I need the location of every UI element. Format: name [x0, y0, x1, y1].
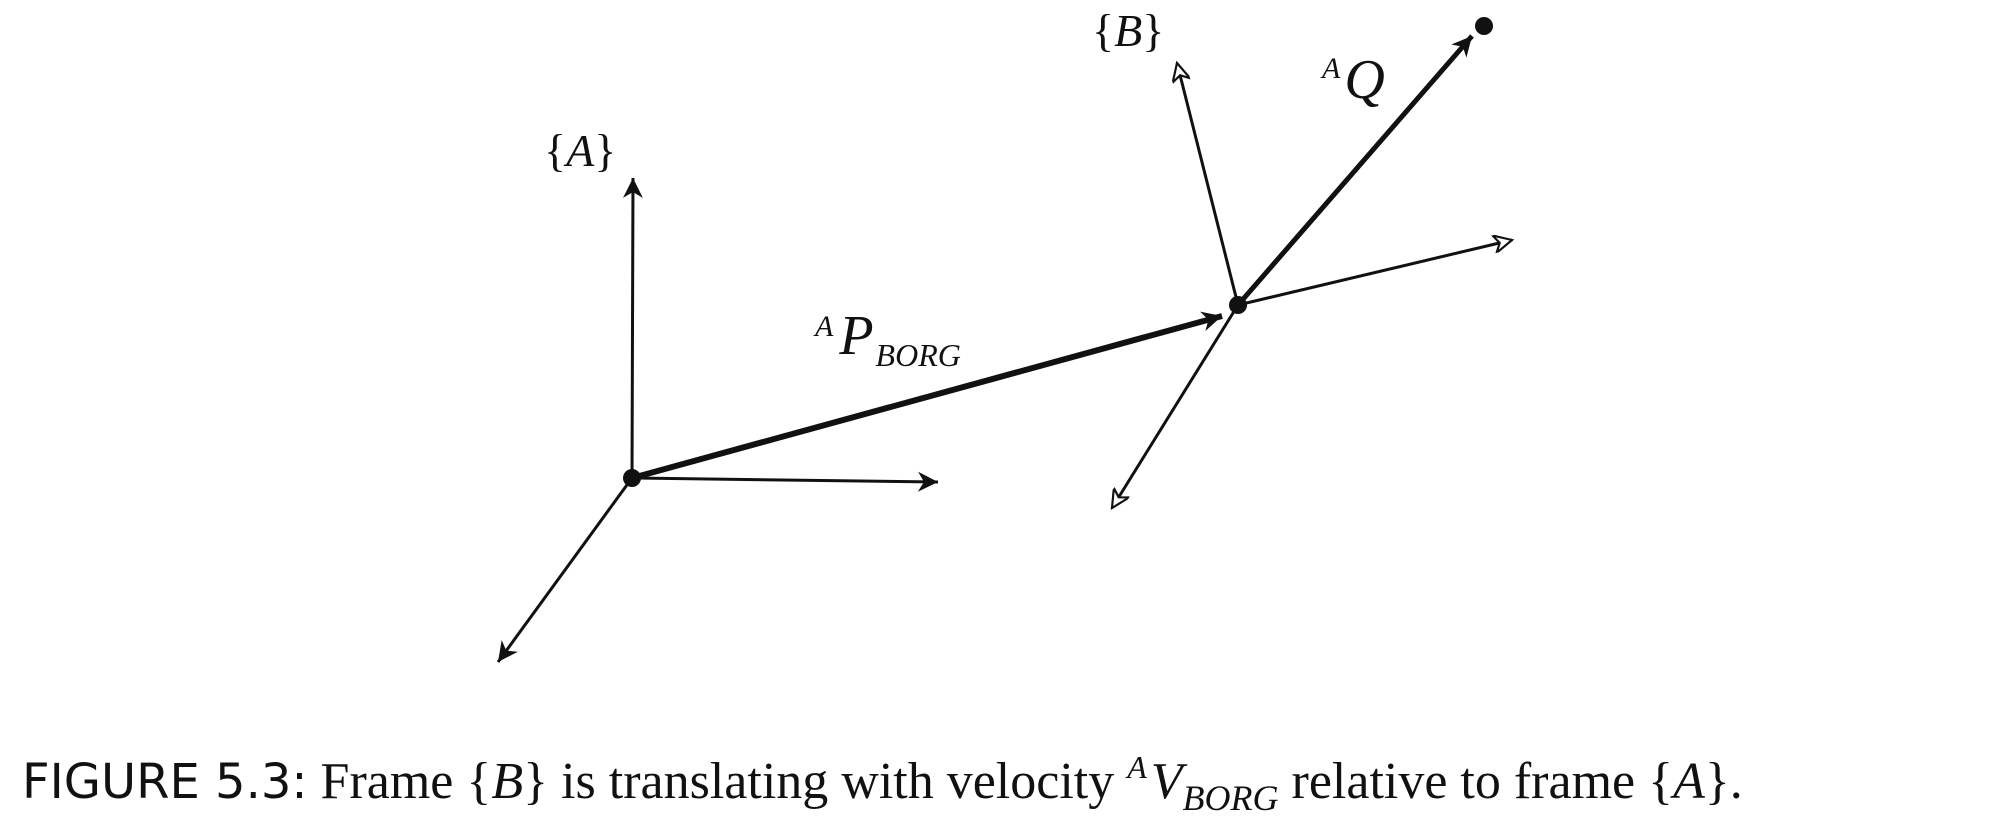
frame-a: {A} — [496, 125, 939, 663]
frame-a-x-axis — [631, 471, 939, 492]
vector-q-label: AQ — [1320, 49, 1385, 111]
frame-a-label: {A} — [544, 125, 616, 176]
figure-caption: FIGURE 5.3: Frame {B} is translating wit… — [22, 749, 1743, 818]
frame-a-y-axis — [622, 177, 643, 479]
frame-a-z-axis — [496, 477, 634, 663]
frame-b-z-axis — [1110, 304, 1240, 508]
vector-q: AQ — [1236, 17, 1493, 307]
point-q — [1475, 17, 1493, 35]
vector-p-borg-arrow — [631, 311, 1223, 481]
frame-b: {B} — [1092, 5, 1512, 508]
vector-q-arrow — [1236, 34, 1474, 307]
frame-b-label: {B} — [1092, 5, 1164, 56]
frame-b-y-axis — [1177, 63, 1240, 306]
frame-b-x-axis — [1237, 240, 1512, 307]
